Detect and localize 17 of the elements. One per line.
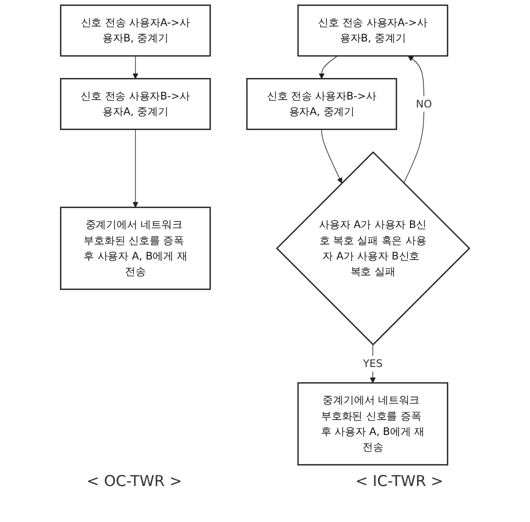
- node-box: 중계기에서 네트워크 부호화된 신호를 증폭 후 사용자 A, B에게 재전송: [60, 206, 211, 290]
- edge-label: NO: [416, 98, 432, 110]
- arrow: [370, 344, 376, 384]
- node-box: 신호 전송 사용자B->사용자A, 중계기: [60, 78, 211, 130]
- node-diamond: 사용자 A가 사용자 B신호 복호 실패 혹은 사용자 A가 사용자 B신호 복호 실패: [276, 151, 470, 346]
- arrow: [318, 56, 338, 79]
- node-box: 신호 전송 사용자A->사용자B, 중계기: [297, 4, 448, 57]
- diagram-caption: < OC-TWR >: [86, 471, 184, 492]
- arrow: [321, 129, 342, 184]
- arrow: [132, 129, 138, 208]
- node-box: 신호 전송 사용자A->사용자B, 중계기: [60, 4, 211, 57]
- node-box: 중계기에서 네트워크 부호화된 신호를 증폭 후 사용자 A, B에게 재전송: [297, 382, 448, 466]
- arrow: [403, 56, 424, 184]
- edge-label: YES: [363, 357, 383, 370]
- arrow: [132, 56, 138, 79]
- node-box: 신호 전송 사용자B->사용자A, 중계기: [246, 78, 398, 130]
- diagram-caption: < IC-TWR >: [354, 471, 444, 492]
